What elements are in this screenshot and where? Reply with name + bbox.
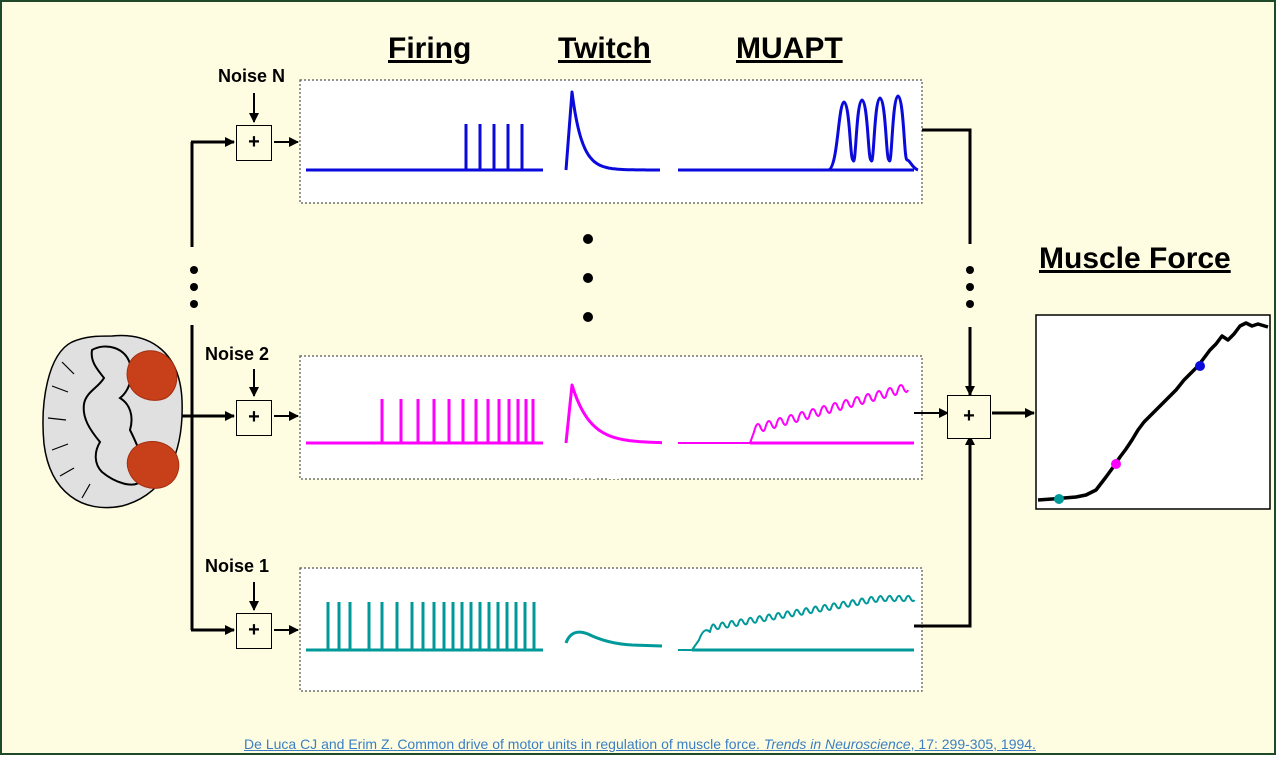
signal-box-mu-1 [299, 567, 923, 692]
sum-box-n: + [236, 125, 272, 161]
trunk-dot [190, 266, 198, 274]
spinal-cord-sulcus [47, 361, 91, 499]
row-ellipsis-dot [583, 312, 593, 322]
header-twitch: Twitch [558, 32, 651, 65]
collector-dot [966, 266, 974, 274]
row-ellipsis-dot [583, 273, 593, 283]
collector-dot [966, 300, 974, 308]
twitch-trace-mu-1 [564, 630, 663, 648]
noise-label-2: Noise 2 [205, 344, 270, 364]
noise-label-1: Noise 1 [205, 556, 270, 576]
sum-box-total: + [947, 395, 991, 439]
twitch-trace-mu-n [564, 90, 661, 172]
header-muscle-force: Muscle Force [1039, 242, 1231, 275]
firing-trace-mu-n [306, 124, 543, 172]
trunk-dot [190, 283, 198, 291]
collector-line-1 [914, 435, 975, 628]
force-marker-mun [1195, 361, 1205, 371]
ventral-horn-lower [126, 441, 180, 489]
spinal-cord-cross-section [42, 334, 183, 509]
sum-box-1: + [236, 613, 272, 649]
muscle-force-plot [1035, 314, 1271, 510]
force-marker-mu2 [1111, 459, 1121, 469]
signal-box-mu-n [299, 79, 923, 204]
muapt-trace-mu-n [678, 94, 919, 172]
mu-label-2: MU 2 [567, 459, 620, 484]
muscle-force-curve [1037, 321, 1269, 502]
row-ellipsis-dot [583, 234, 593, 244]
collector-dot [966, 283, 974, 291]
signal-box-mu-2 [299, 355, 923, 480]
citation-authors: De Luca CJ and Erim Z. [244, 736, 394, 752]
header-firing: Firing [388, 32, 472, 65]
twitch-trace-mu-2 [564, 383, 663, 445]
sum-box-2: + [236, 400, 272, 436]
ventral-horn-upper [126, 350, 178, 401]
signal-traces [306, 90, 919, 652]
force-marker-mu1 [1054, 494, 1064, 504]
citation-title: Common drive of motor units in regulatio… [397, 736, 760, 752]
firing-trace-mu-1 [306, 602, 543, 652]
citation[interactable]: De Luca CJ and Erim Z. Common drive of m… [2, 736, 1276, 752]
header-muapt: MUAPT [736, 32, 843, 65]
muapt-trace-mu-1 [678, 594, 916, 651]
firing-trace-mu-2 [306, 399, 543, 445]
noise-label-n: Noise N [218, 66, 286, 86]
collector-line-n [922, 128, 972, 244]
citation-journal: Trends in Neuroscience [763, 736, 911, 752]
muapt-trace-mu-2 [678, 384, 909, 444]
citation-volume-pages: , 17: 299-305, 1994. [910, 736, 1036, 752]
mu-label-n: MU N [567, 182, 624, 207]
trunk-dot [190, 300, 198, 308]
